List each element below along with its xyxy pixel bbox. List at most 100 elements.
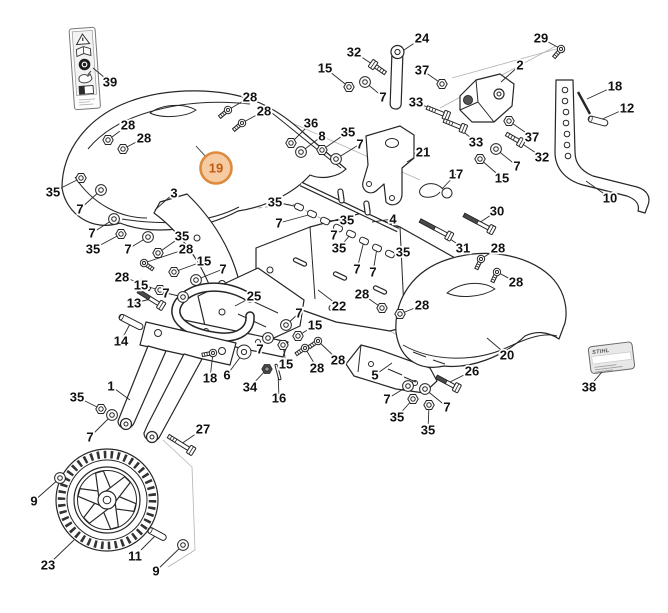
callout-34[interactable]: 34 — [241, 378, 260, 397]
callout-18[interactable]: 18 — [606, 77, 624, 96]
callout-7[interactable]: 7 — [274, 214, 285, 233]
callout-28[interactable]: 28 — [255, 102, 273, 121]
nut-fastener-icon — [75, 173, 87, 183]
spacer-fastener-icon — [306, 209, 318, 219]
callout-5[interactable]: 5 — [370, 366, 381, 385]
bolt-fastener-icon — [367, 59, 388, 76]
callout-35[interactable]: 35 — [173, 227, 191, 246]
callout-20[interactable]: 20 — [498, 346, 516, 365]
callout-28[interactable]: 28 — [329, 351, 347, 370]
callout-15[interactable]: 15 — [306, 316, 324, 335]
retaining-clip-part — [419, 183, 453, 199]
callout-22[interactable]: 22 — [330, 297, 348, 316]
callout-1[interactable]: 1 — [106, 377, 117, 396]
callout-10[interactable]: 10 — [601, 189, 619, 208]
callout-27[interactable]: 27 — [194, 420, 212, 439]
callout-7[interactable]: 7 — [378, 88, 389, 107]
callout-9[interactable]: 9 — [29, 492, 40, 511]
bolt-fastener-icon — [136, 288, 167, 311]
callout-16[interactable]: 16 — [270, 389, 288, 408]
callout-37[interactable]: 37 — [523, 128, 541, 147]
callout-35[interactable]: 35 — [394, 243, 412, 262]
callout-15[interactable]: 15 — [277, 355, 295, 374]
callout-28[interactable]: 28 — [119, 116, 137, 135]
callout-14[interactable]: 14 — [112, 332, 131, 351]
callout-7[interactable]: 7 — [368, 263, 379, 282]
callout-18[interactable]: 18 — [201, 369, 219, 388]
callout-15[interactable]: 15 — [493, 169, 511, 188]
callout-17[interactable]: 17 — [447, 165, 465, 184]
callout-7[interactable]: 7 — [255, 340, 266, 359]
callout-12[interactable]: 12 — [618, 99, 636, 118]
callout-35[interactable]: 35 — [68, 388, 86, 407]
callout-39[interactable]: 39 — [101, 73, 119, 92]
nut-fastener-icon — [261, 364, 273, 374]
callout-2[interactable]: 2 — [515, 56, 526, 75]
callout-35[interactable]: 35 — [44, 183, 62, 202]
stihl-logo-text: STIHL — [592, 348, 610, 356]
callout-19[interactable]: 19 — [207, 159, 225, 178]
callout-35[interactable]: 35 — [388, 408, 406, 427]
nut-fastener-icon — [423, 400, 435, 410]
callout-23[interactable]: 23 — [39, 556, 57, 575]
callout-35[interactable]: 35 — [339, 123, 357, 142]
callout-7[interactable]: 7 — [355, 135, 366, 154]
callout-7[interactable]: 7 — [329, 226, 340, 245]
callout-13[interactable]: 13 — [125, 294, 143, 313]
callout-28[interactable]: 28 — [135, 129, 153, 148]
callout-4[interactable]: 4 — [388, 210, 400, 229]
callout-7[interactable]: 7 — [294, 304, 305, 323]
highlighted-callout-circle[interactable] — [199, 151, 233, 185]
callout-37[interactable]: 37 — [413, 61, 431, 80]
callout-7[interactable]: 7 — [382, 390, 393, 409]
callout-28[interactable]: 28 — [489, 239, 507, 258]
callout-7[interactable]: 7 — [442, 398, 453, 417]
callout-3[interactable]: 3 — [169, 184, 180, 203]
callout-36[interactable]: 36 — [302, 114, 320, 133]
callout-7[interactable]: 7 — [85, 428, 96, 447]
callout-28[interactable]: 28 — [507, 273, 525, 292]
callout-7[interactable]: 7 — [218, 260, 229, 279]
callout-35[interactable]: 35 — [266, 193, 284, 212]
callout-30[interactable]: 30 — [488, 202, 506, 221]
callout-35[interactable]: 35 — [84, 240, 102, 259]
callout-15[interactable]: 15 — [195, 252, 213, 271]
washer-fastener-icon — [419, 383, 431, 395]
callout-33[interactable]: 33 — [407, 93, 425, 112]
callout-24[interactable]: 24 — [413, 29, 432, 48]
callout-28[interactable]: 28 — [177, 240, 195, 259]
callout-25[interactable]: 25 — [245, 287, 263, 306]
callout-8[interactable]: 8 — [317, 127, 328, 146]
callout-28[interactable]: 28 — [413, 296, 431, 315]
callout-7[interactable]: 7 — [161, 284, 172, 303]
callout-35[interactable]: 35 — [419, 421, 437, 440]
callout-28[interactable]: 28 — [241, 88, 259, 107]
callout-29[interactable]: 29 — [532, 29, 550, 48]
callout-31[interactable]: 31 — [454, 239, 472, 258]
callout-35[interactable]: 35 — [330, 239, 348, 258]
callout-15[interactable]: 15 — [316, 59, 334, 78]
callout-32[interactable]: 32 — [533, 148, 551, 167]
callout-28[interactable]: 28 — [308, 359, 326, 378]
callout-33[interactable]: 33 — [467, 133, 485, 152]
callout-7[interactable]: 7 — [75, 200, 86, 219]
callout-28[interactable]: 28 — [113, 268, 131, 287]
callout-35[interactable]: 35 — [338, 211, 356, 230]
callout-26[interactable]: 26 — [463, 362, 481, 381]
bolt-fastener-icon — [434, 374, 462, 394]
clamp-block-part — [459, 73, 515, 123]
callout-7[interactable]: 7 — [123, 240, 134, 259]
callout-6[interactable]: 6 — [222, 366, 233, 385]
wheel-part — [55, 448, 159, 552]
callout-38[interactable]: 38 — [580, 378, 598, 397]
callout-7[interactable]: 7 — [87, 224, 98, 243]
callout-15[interactable]: 15 — [132, 276, 150, 295]
callout-7[interactable]: 7 — [512, 157, 523, 176]
callout-9[interactable]: 9 — [151, 562, 162, 581]
callout-11[interactable]: 11 — [126, 547, 143, 566]
callout-7[interactable]: 7 — [352, 260, 363, 279]
callout-28[interactable]: 28 — [353, 285, 371, 304]
callout-32[interactable]: 32 — [345, 43, 363, 62]
callout-21[interactable]: 21 — [414, 143, 432, 162]
